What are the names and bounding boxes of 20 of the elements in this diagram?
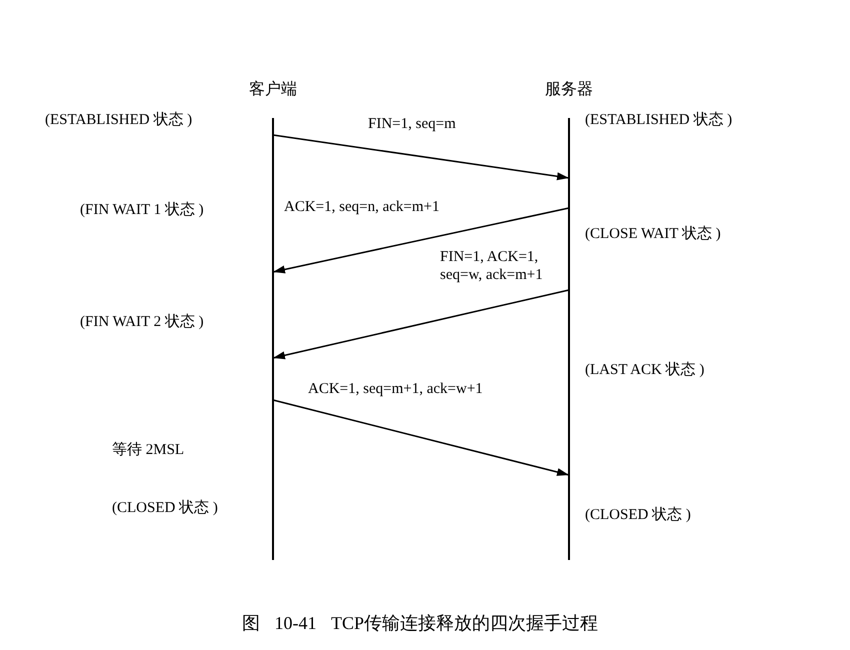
state-label: (ESTABLISHED 状态 ) (45, 110, 192, 130)
state-label: (CLOSED 状态 ) (112, 498, 218, 518)
message-arrow (272, 134, 570, 180)
edge-label: ACK=1, seq=n, ack=m+1 (284, 198, 440, 216)
state-label: (FIN WAIT 1 状态 ) (80, 200, 204, 220)
lifeline-heading: 客户端 (249, 80, 297, 100)
state-label: (CLOSE WAIT 状态 ) (585, 224, 721, 244)
figure-caption: 图 10-41 TCP传输连接释放的四次握手过程 (240, 612, 599, 635)
state-label: (ESTABLISHED 状态 ) (585, 110, 732, 130)
state-label: (FIN WAIT 2 状态 ) (80, 312, 204, 332)
state-label: 等待 2MSL (112, 440, 184, 460)
message-arrow (272, 399, 570, 476)
edge-label: FIN=1, ACK=1, seq=w, ack=m+1 (440, 248, 544, 284)
edge-label: FIN=1, seq=m (368, 115, 457, 133)
state-label: (CLOSED 状态 ) (585, 506, 691, 525)
message-arrow (272, 207, 570, 274)
lifeline-heading: 服务器 (545, 80, 593, 100)
state-label: (LAST ACK 状态 ) (585, 360, 704, 380)
edge-label: ACK=1, seq=m+1, ack=w+1 (308, 380, 484, 398)
message-arrow (272, 289, 570, 360)
